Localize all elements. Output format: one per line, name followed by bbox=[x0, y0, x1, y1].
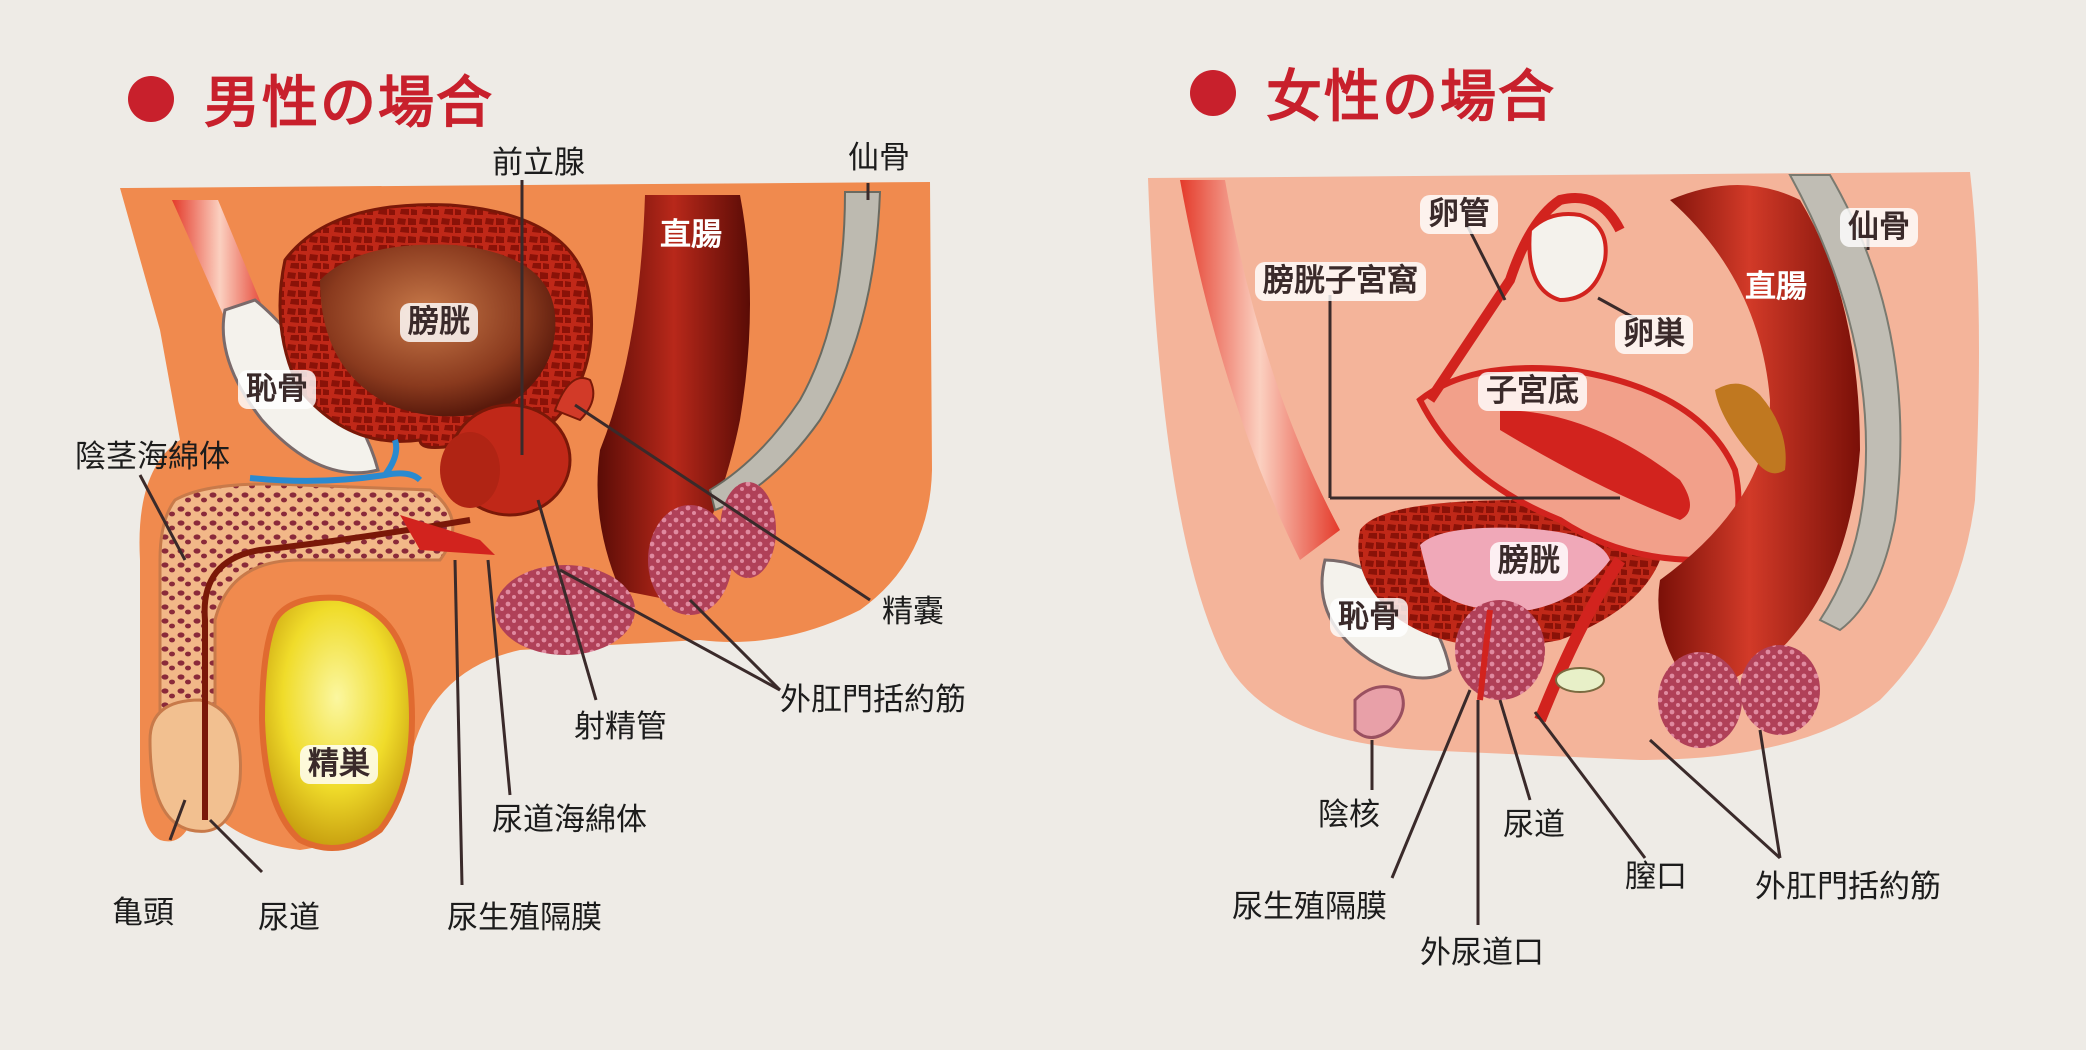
male-blue-vessel bbox=[249, 439, 423, 484]
female-label-external-urethral-orifice: 外尿道口 bbox=[1420, 935, 1544, 971]
female-label-ovary: 卵巣 bbox=[1615, 315, 1693, 354]
male-urogenital-muscle bbox=[495, 565, 635, 655]
male-label-corpus-cavernosum: 陰茎海綿体 bbox=[75, 439, 230, 475]
female-label-external-anal-sphincter: 外肛門括約筋 bbox=[1755, 869, 1941, 905]
female-external-anal-sphincter bbox=[1658, 652, 1742, 748]
male-label-rectum: 直腸 bbox=[660, 217, 722, 253]
male-label-testis: 精巣 bbox=[300, 745, 378, 784]
male-label-bladder: 膀胱 bbox=[400, 303, 478, 342]
male-label-glans: 亀頭 bbox=[112, 895, 174, 931]
female-abdominal-muscle bbox=[1180, 180, 1340, 560]
female-external-anal-sphincter-2 bbox=[1740, 645, 1820, 735]
bullet-dot-icon bbox=[128, 75, 174, 122]
female-vaginal-opening bbox=[1555, 667, 1605, 693]
male-label-urethra: 尿道 bbox=[258, 900, 320, 936]
female-label-vesicouterine-pouch: 膀胱子宮窩 bbox=[1255, 262, 1426, 301]
male-label-pubis: 恥骨 bbox=[238, 370, 316, 409]
female-sacrum bbox=[1788, 174, 1902, 632]
male-label-external-anal-sphincter: 外肛門括約筋 bbox=[780, 682, 966, 718]
male-pubic-muscle bbox=[172, 200, 268, 330]
female-clitoris bbox=[1353, 685, 1405, 739]
male-label-urogenital-diaphragm: 尿生殖隔膜 bbox=[447, 900, 602, 936]
female-ovary bbox=[1527, 212, 1608, 303]
female-label-pubis: 恥骨 bbox=[1330, 598, 1408, 637]
male-urethra bbox=[201, 517, 471, 820]
female-fallopian-tube bbox=[1425, 193, 1625, 403]
female-label-urethra: 尿道 bbox=[1503, 807, 1565, 843]
female-title-text: 女性の場合 bbox=[1266, 65, 1556, 130]
female-label-rectum: 直腸 bbox=[1745, 269, 1807, 305]
male-panel-title: 男性の場合 bbox=[128, 58, 494, 139]
male-testis bbox=[258, 594, 415, 851]
male-prostate-lobe bbox=[440, 432, 500, 508]
female-label-uterine-fundus: 子宮底 bbox=[1478, 372, 1587, 411]
male-title-text: 男性の場合 bbox=[204, 71, 494, 136]
female-label-sacrum: 仙骨 bbox=[1840, 208, 1918, 247]
female-label-vaginal-opening: 膣口 bbox=[1625, 859, 1687, 895]
male-label-ejaculatory-duct: 射精管 bbox=[574, 709, 667, 745]
female-urethra bbox=[1477, 609, 1493, 701]
female-label-urogenital-diaphragm: 尿生殖隔膜 bbox=[1232, 889, 1387, 925]
male-label-seminal-vesicle: 精嚢 bbox=[882, 594, 944, 630]
male-label-prostate: 前立腺 bbox=[492, 145, 585, 181]
female-uterine-cavity bbox=[1500, 410, 1690, 520]
male-external-anal-sphincter-2 bbox=[720, 482, 776, 578]
male-sacrum bbox=[708, 191, 882, 512]
female-bowel-loop bbox=[1715, 383, 1786, 474]
female-panel-title: 女性の場合 bbox=[1190, 52, 1556, 133]
male-glans bbox=[148, 698, 242, 833]
male-label-sacrum: 仙骨 bbox=[848, 140, 910, 176]
female-rectum bbox=[1658, 185, 1860, 700]
male-label-corpus-spongiosum: 尿道海綿体 bbox=[492, 802, 647, 838]
male-corpus-spongiosum bbox=[400, 515, 495, 555]
female-label-bladder: 膀胱 bbox=[1490, 542, 1568, 581]
female-label-fallopian-tube: 卵管 bbox=[1420, 195, 1498, 234]
female-vagina bbox=[1534, 556, 1625, 723]
male-leader-lines bbox=[138, 180, 871, 886]
bullet-dot-icon bbox=[1190, 69, 1236, 116]
male-external-anal-sphincter bbox=[648, 505, 732, 615]
female-leader-lines bbox=[1328, 224, 1870, 925]
male-diagram bbox=[120, 180, 932, 886]
female-label-clitoris: 陰核 bbox=[1318, 797, 1380, 833]
female-urogenital-muscle bbox=[1455, 600, 1545, 700]
